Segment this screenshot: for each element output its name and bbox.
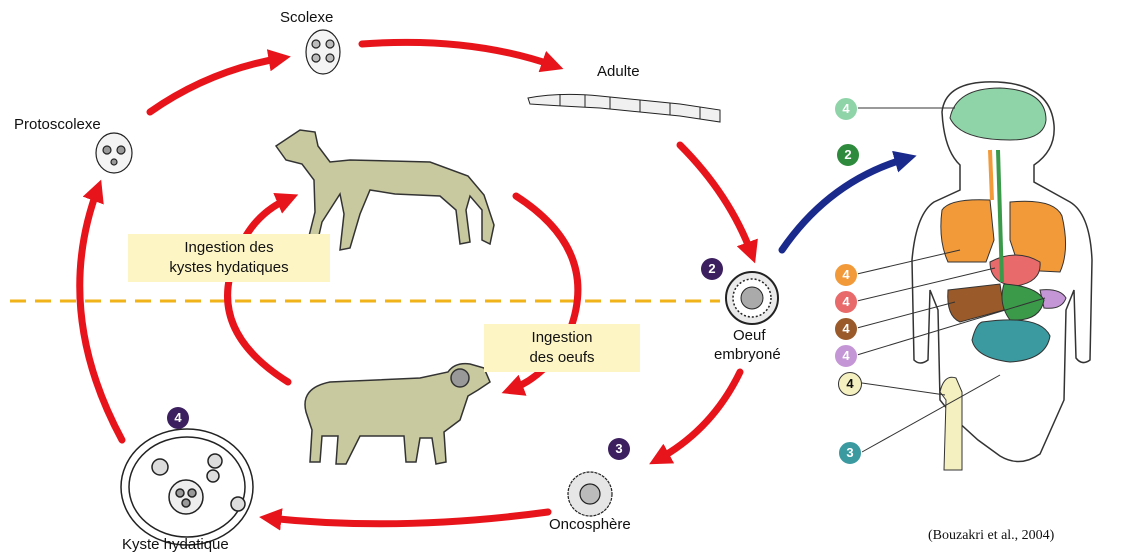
sheep-icon — [305, 364, 490, 464]
badge-oncosphere: 3 — [608, 438, 630, 460]
human-badge-heart: 4 — [834, 290, 858, 314]
human-badge-brain: 4 — [834, 97, 858, 121]
box-ingestion-oeufs-line1: Ingestion — [492, 328, 632, 348]
human-badge-lungs: 4 — [834, 263, 858, 287]
human-badge-bone: 4 — [838, 372, 862, 396]
protoscolex-icon — [96, 133, 132, 173]
label-protoscolexe: Protoscolexe — [14, 116, 101, 133]
arrow-oeuf-to-oncosphere — [657, 372, 740, 460]
box-ingestion-kystes-line2: kystes hydatiques — [136, 258, 322, 278]
label-adulte: Adulte — [597, 63, 640, 80]
adult-worm-icon — [528, 94, 720, 122]
arrow-sheep-to-dog — [228, 198, 290, 382]
scolex-icon — [306, 30, 340, 74]
label-oncosphere: Oncosphère — [549, 516, 631, 533]
human-badge-spleen: 4 — [834, 344, 858, 368]
box-ingestion-kystes: Ingestion des kystes hydatiques — [128, 234, 330, 282]
arrow-kyste-to-protoscolexe — [80, 188, 122, 440]
human-body-icon — [912, 82, 1092, 470]
arrow-protoscolexe-to-scolexe — [150, 58, 282, 112]
box-ingestion-oeufs: Ingestion des oeufs — [484, 324, 640, 372]
label-kyste-hydatique: Kyste hydatique — [122, 536, 229, 553]
box-ingestion-oeufs-line2: des oeufs — [492, 348, 632, 368]
oncosphere-icon — [568, 472, 612, 516]
hydatid-cyst-icon — [121, 429, 253, 545]
leader-bone — [862, 383, 945, 395]
human-badge-liver: 4 — [834, 317, 858, 341]
badge-oeuf: 2 — [701, 258, 723, 280]
box-ingestion-kystes-line1: Ingestion des — [136, 238, 322, 258]
label-oeuf-embryone: embryoné — [714, 346, 781, 363]
human-badge-entry: 2 — [836, 143, 860, 167]
arrow-scolexe-to-adulte — [362, 42, 555, 66]
label-oeuf: Oeuf — [733, 327, 766, 344]
label-scolexe: Scolexe — [280, 9, 333, 26]
arrow-oeuf-to-human — [782, 158, 908, 250]
badge-kyste: 4 — [167, 407, 189, 429]
arrow-adulte-to-oeuf — [680, 145, 752, 255]
citation: (Bouzakri et al., 2004) — [928, 528, 1054, 544]
dog-icon — [276, 130, 494, 250]
human-badge-intestine: 3 — [838, 441, 862, 465]
arrow-oncosphere-to-kyste — [268, 512, 548, 524]
egg-icon — [726, 272, 778, 324]
